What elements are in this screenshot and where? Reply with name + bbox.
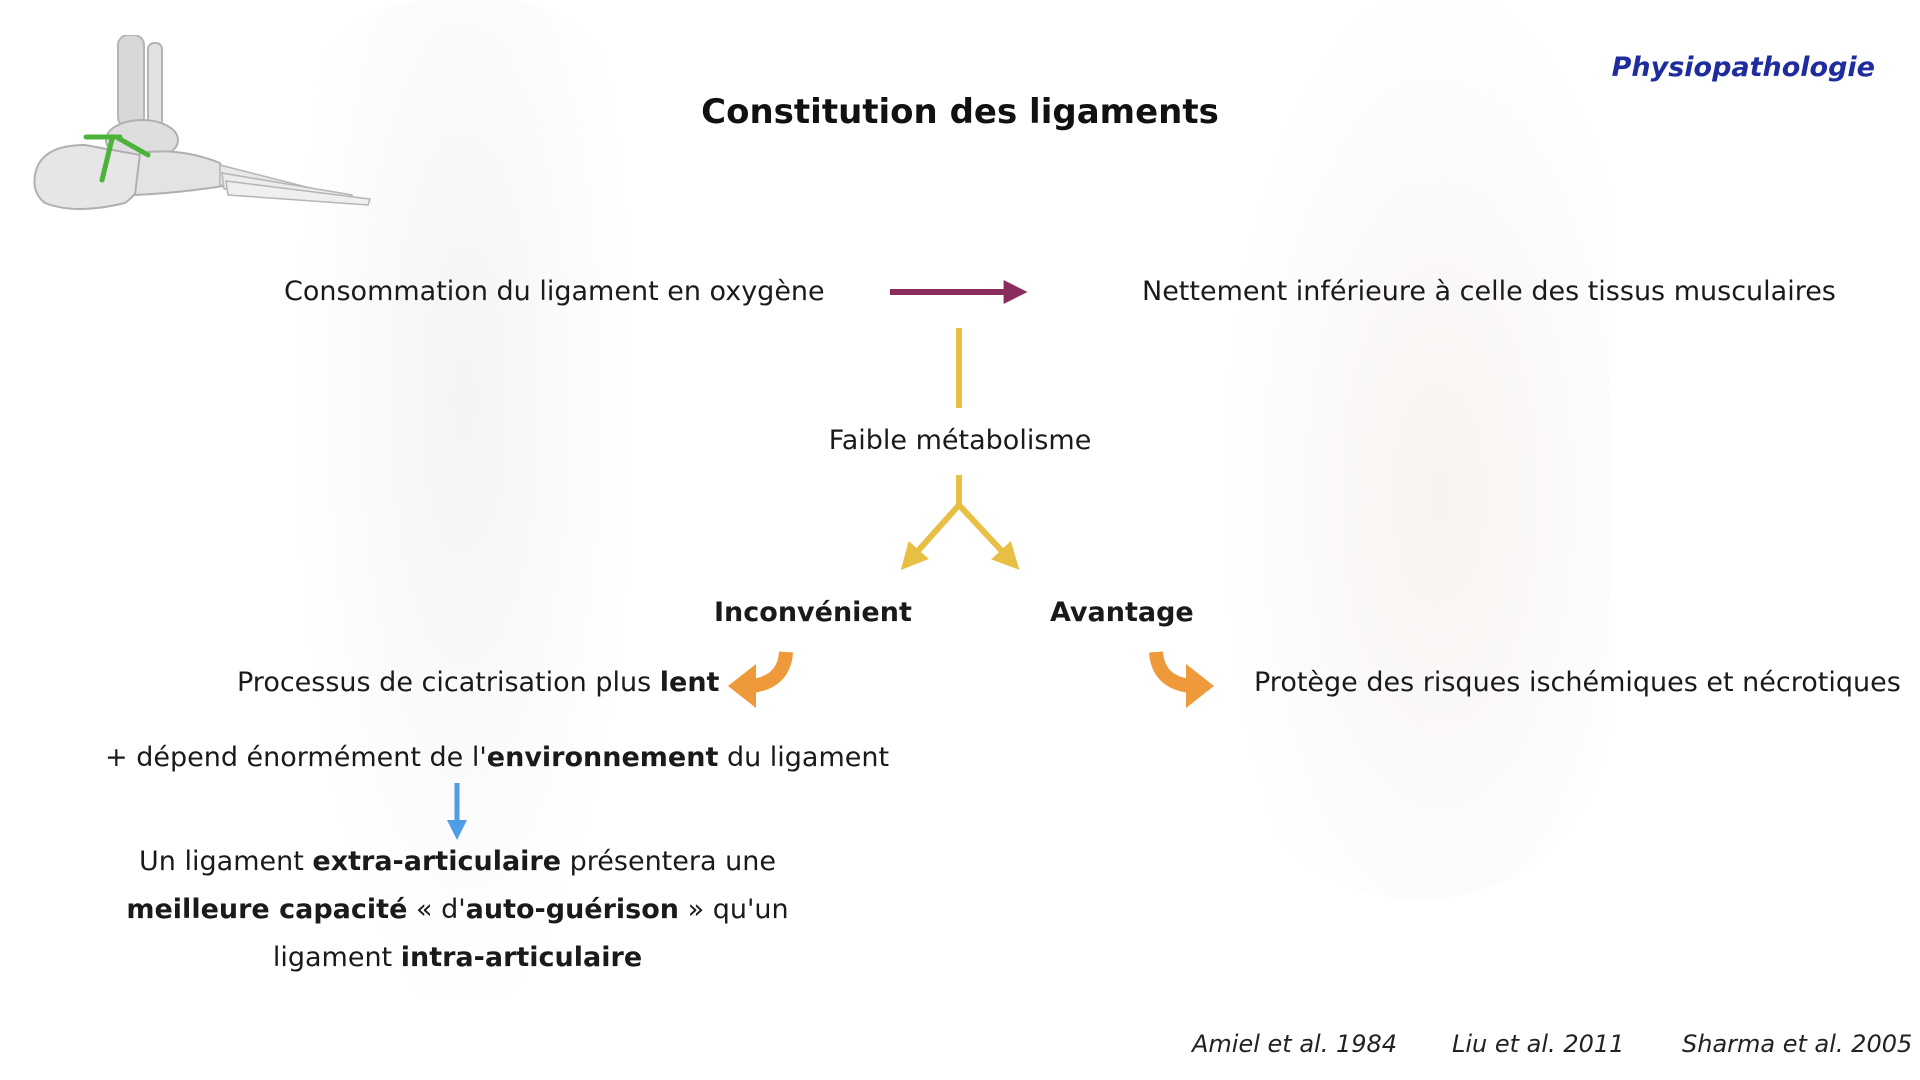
metabolism-text: Faible métabolisme <box>828 425 1092 456</box>
conclusion-b1: extra-articulaire <box>312 846 562 877</box>
conclusion-p3: « d' <box>407 894 466 925</box>
environment-text-pre: + dépend énormément de l' <box>105 742 487 773</box>
advantage-label: Avantage <box>1050 597 1194 628</box>
conclusion-b2: meilleure capacité <box>126 894 408 925</box>
environment-text-bold: environnement <box>486 742 719 773</box>
conclusion-p1: Un ligament <box>139 846 313 877</box>
conclusion-b3: auto-guérison <box>465 894 680 925</box>
healing-text: Processus de cicatrisation plus lent <box>237 667 719 699</box>
protection-text: Protège des risques ischémiques et nécro… <box>1254 667 1901 698</box>
conclusion-b4: intra-articulaire <box>400 942 643 973</box>
conclusion-p2: présentera une <box>561 846 776 877</box>
reference-sharma: Sharma et al. 2005 <box>1682 1030 1913 1058</box>
healing-text-pre: Processus de cicatrisation plus <box>237 667 660 698</box>
curved-arrow-drawback <box>750 651 793 693</box>
arrow-to-drawback <box>900 502 962 571</box>
oxygen-consumption-text: Consommation du ligament en oxygène <box>284 276 825 307</box>
environment-text: + dépend énormément de l'environnement d… <box>105 742 889 774</box>
healing-text-bold: lent <box>659 667 720 698</box>
page-title: Constitution des ligaments <box>701 92 1219 132</box>
conclusion-p4: » qu'un ligament <box>272 894 789 973</box>
inferior-consumption-text: Nettement inférieure à celle des tissus … <box>1142 276 1836 307</box>
arrow-to-advantage <box>956 502 1020 570</box>
reference-liu: Liu et al. 2011 <box>1452 1030 1625 1058</box>
drawback-label: Inconvénient <box>714 597 912 628</box>
section-tag: Physiopathologie <box>1611 52 1875 83</box>
curved-arrow-advantage <box>1149 651 1192 693</box>
environment-text-post: du ligament <box>718 742 890 773</box>
reference-amiel: Amiel et al. 1984 <box>1192 1030 1398 1058</box>
conclusion-text: Un ligament extra-articulaire présentera… <box>95 838 820 982</box>
